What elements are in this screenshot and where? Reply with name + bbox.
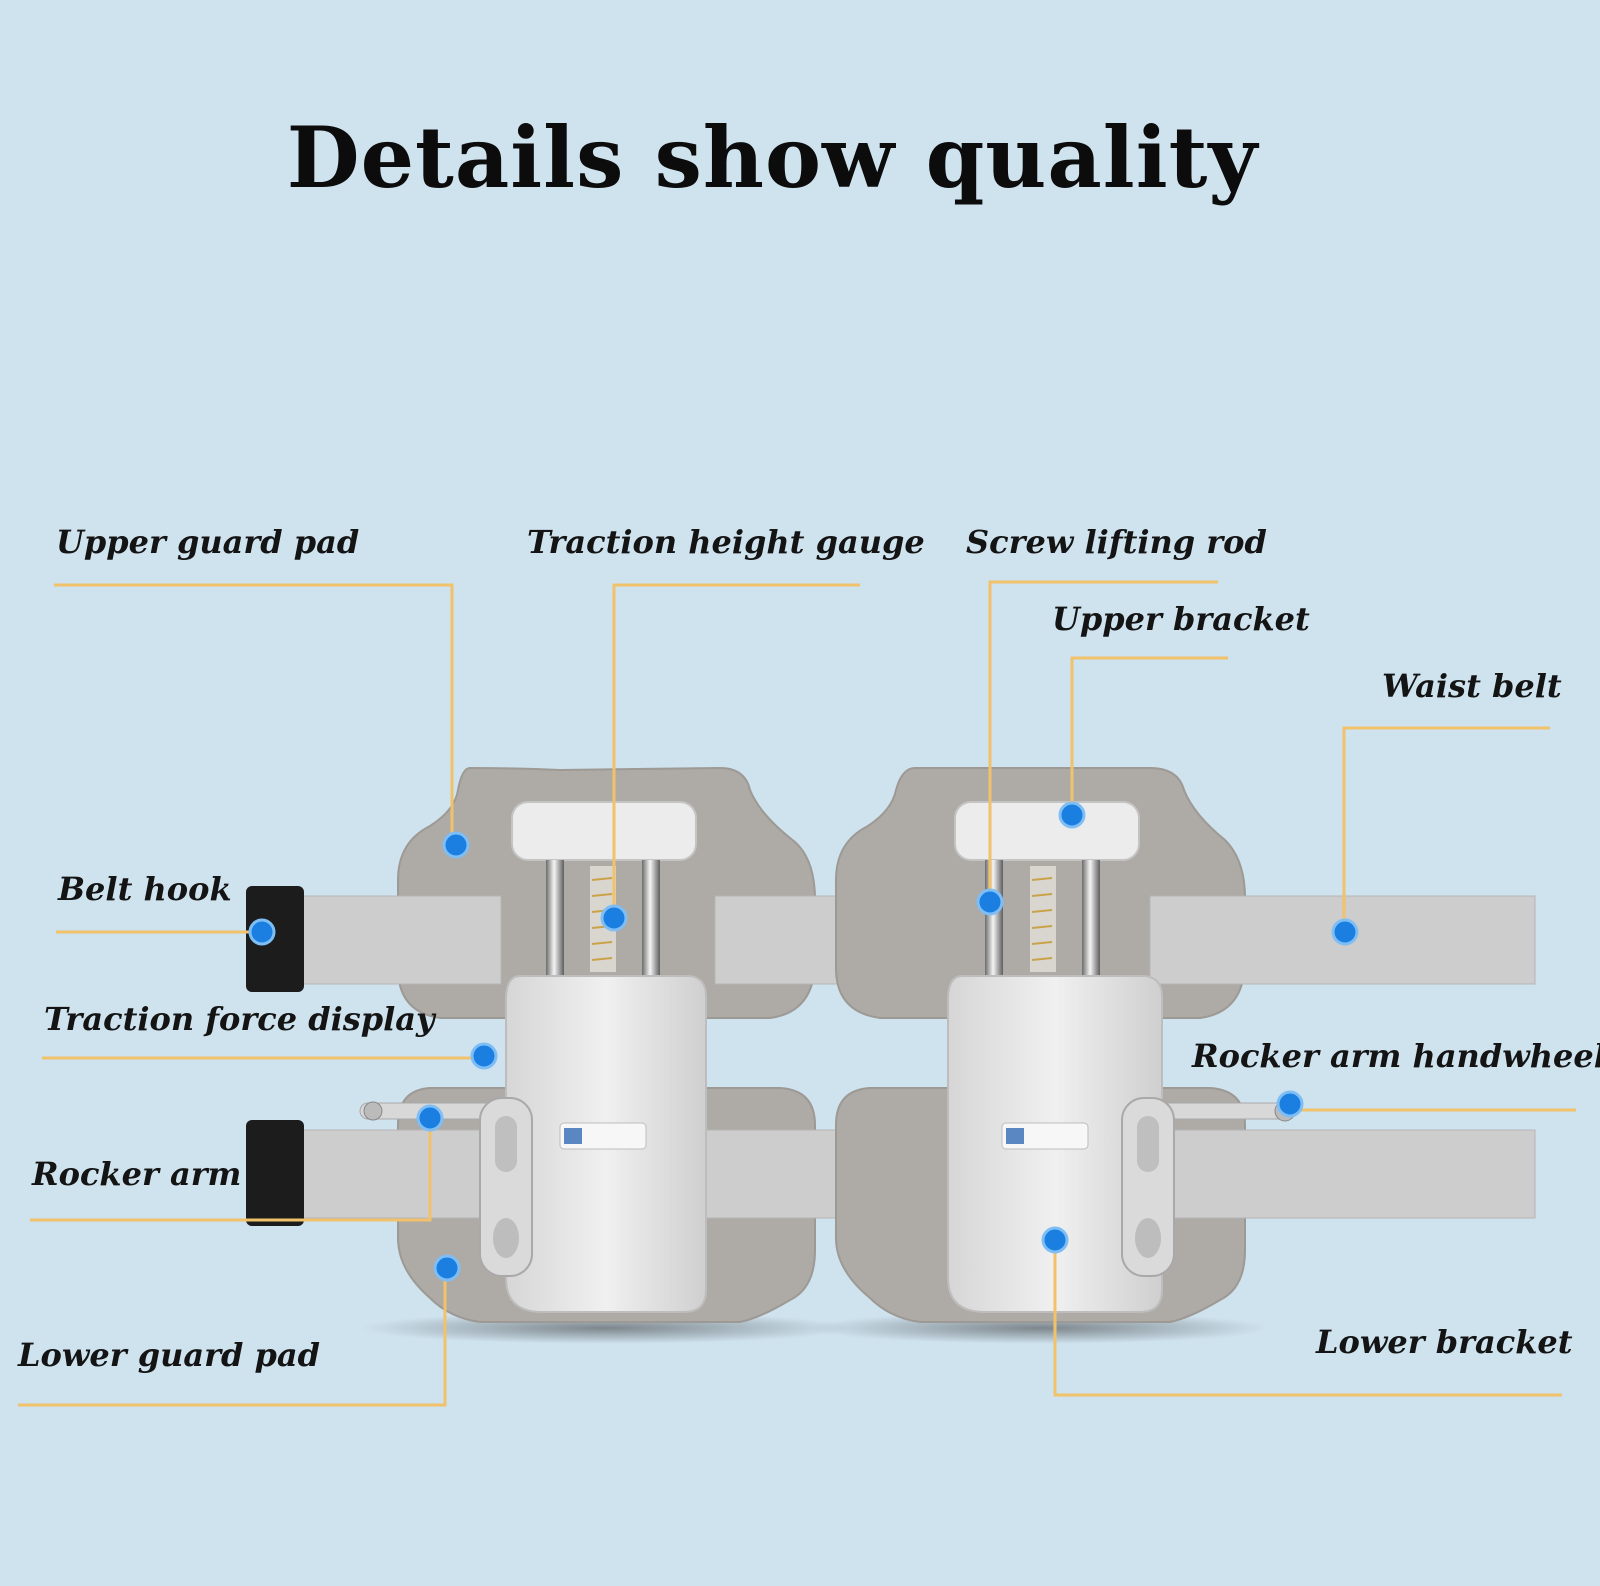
leader-lines bbox=[18, 580, 1576, 1407]
label-rocker-arm: Rocker arm bbox=[32, 1155, 242, 1193]
left-lower-belt-segment bbox=[295, 1129, 502, 1219]
lower-belt-hook bbox=[246, 1120, 304, 1226]
left-rocker-arm bbox=[479, 1097, 533, 1277]
leader-screw-lifting-rod bbox=[988, 580, 1218, 900]
marker-traction-height-gauge bbox=[600, 904, 628, 932]
right-rocker-arm bbox=[1121, 1097, 1175, 1277]
label-upper-guard-pad: Upper guard pad bbox=[56, 523, 360, 561]
label-traction-height-gauge: Traction height gauge bbox=[527, 523, 925, 561]
label-waist-belt: Waist belt bbox=[1382, 667, 1562, 705]
leader-lower-guard-pad bbox=[18, 1270, 447, 1407]
marker-rocker-arm bbox=[416, 1104, 444, 1132]
marker-rocker-arm-handwheel bbox=[1276, 1090, 1304, 1118]
leader-rocker-arm bbox=[30, 1118, 432, 1222]
leader-traction-height-gauge bbox=[612, 583, 860, 918]
marker-upper-bracket bbox=[1058, 801, 1086, 829]
leader-lower-bracket bbox=[1053, 1240, 1562, 1397]
upper-belt-hook bbox=[246, 886, 304, 992]
label-rocker-arm-handwheel: Rocker arm handwheel bbox=[1192, 1037, 1600, 1075]
marker-waist-belt bbox=[1331, 918, 1359, 946]
right-height-gauge bbox=[1030, 866, 1056, 972]
page-title: Details show quality bbox=[286, 108, 1259, 207]
markers bbox=[248, 801, 1359, 1282]
label-upper-bracket: Upper bracket bbox=[1052, 600, 1310, 638]
label-lower-bracket: Lower bracket bbox=[1316, 1323, 1573, 1361]
right-lifting-rod-a bbox=[985, 860, 1003, 978]
marker-belt-hook bbox=[248, 918, 276, 946]
right-lower-belt-segment bbox=[1149, 1129, 1536, 1219]
right-lifting-rod-b bbox=[1082, 860, 1100, 978]
left-upper-belt-segment bbox=[295, 895, 502, 985]
marker-upper-guard-pad bbox=[442, 831, 470, 859]
label-screw-lifting-rod: Screw lifting rod bbox=[966, 523, 1267, 561]
marker-lower-guard-pad bbox=[433, 1254, 461, 1282]
left-lifting-rod-b bbox=[642, 860, 660, 978]
left-lifting-rod-a bbox=[546, 860, 564, 978]
marker-lower-bracket bbox=[1041, 1226, 1069, 1254]
label-lower-guard-pad: Lower guard pad bbox=[18, 1336, 320, 1374]
label-traction-force-display: Traction force display bbox=[44, 1000, 435, 1038]
leader-upper-bracket bbox=[1070, 656, 1228, 815]
leader-waist-belt bbox=[1342, 726, 1550, 930]
right-upper-bracket-cap bbox=[954, 801, 1140, 861]
leader-upper-guard-pad bbox=[54, 583, 454, 845]
marker-screw-lifting-rod bbox=[976, 888, 1004, 916]
label-belt-hook: Belt hook bbox=[58, 870, 232, 908]
marker-traction-force-display bbox=[470, 1042, 498, 1070]
right-traction-unit bbox=[835, 767, 1536, 1323]
left-traction-unit bbox=[246, 766, 936, 1323]
left-upper-bracket-cap bbox=[511, 801, 697, 861]
